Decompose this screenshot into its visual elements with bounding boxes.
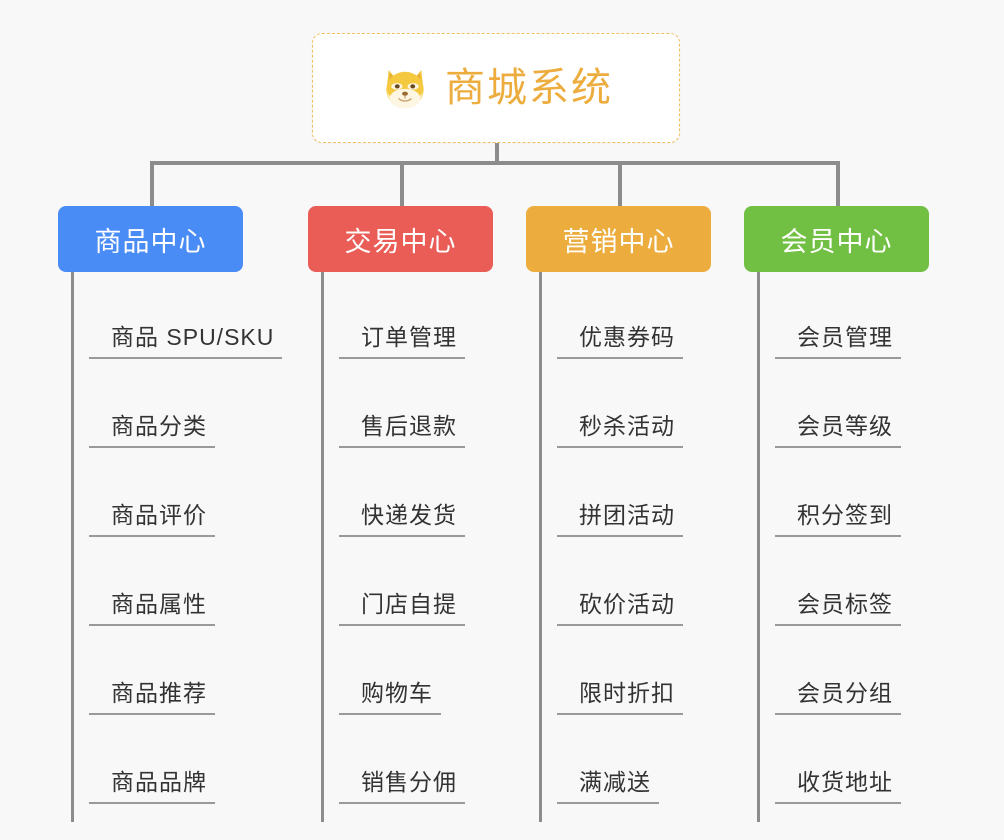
- leaf-item[interactable]: 门店自提: [339, 539, 571, 628]
- leaf-column-4: 会员管理 会员等级 积分签到 会员标签 会员分组 收货地址: [757, 272, 1004, 822]
- category-label-3: 营销中心: [562, 226, 675, 257]
- leaf-label: 购物车: [339, 680, 441, 715]
- leaf-label: 砍价活动: [557, 591, 683, 626]
- leaf-label: 售后退款: [339, 413, 465, 448]
- leaf-item[interactable]: 会员等级: [775, 361, 1004, 450]
- root-node-shop-system[interactable]: 商城系统: [312, 33, 680, 143]
- leaf-item[interactable]: 收货地址: [775, 717, 1004, 806]
- category-label-2: 交易中心: [344, 226, 457, 257]
- shiba-dog-icon: [379, 62, 431, 114]
- category-label-4: 会员中心: [780, 226, 893, 257]
- leaf-item[interactable]: 商品评价: [89, 450, 321, 539]
- category-box-1[interactable]: 商品中心: [58, 206, 243, 272]
- leaf-label: 秒杀活动: [557, 413, 683, 448]
- connector-drop-4: [836, 161, 840, 206]
- leaf-label: 门店自提: [339, 591, 465, 626]
- leaf-item[interactable]: 销售分佣: [339, 717, 571, 806]
- root-title: 商城系统: [445, 66, 613, 110]
- leaf-label: 限时折扣: [557, 680, 683, 715]
- leaf-label: 会员分组: [775, 680, 901, 715]
- leaf-label: 会员标签: [775, 591, 901, 626]
- leaf-item[interactable]: 优惠券码: [557, 272, 789, 361]
- leaf-item[interactable]: 限时折扣: [557, 628, 789, 717]
- leaf-label: 订单管理: [339, 324, 465, 359]
- leaf-item[interactable]: 会员分组: [775, 628, 1004, 717]
- leaf-item[interactable]: 商品属性: [89, 539, 321, 628]
- connector-drop-1: [150, 161, 154, 206]
- category-label-1: 商品中心: [94, 226, 207, 257]
- leaf-label: 积分签到: [775, 502, 901, 537]
- leaf-item[interactable]: 砍价活动: [557, 539, 789, 628]
- leaf-item[interactable]: 会员管理: [775, 272, 1004, 361]
- leaf-label: 销售分佣: [339, 769, 465, 804]
- leaf-item[interactable]: 购物车: [339, 628, 571, 717]
- leaf-label: 收货地址: [775, 769, 901, 804]
- leaf-item[interactable]: 会员标签: [775, 539, 1004, 628]
- connector-horizontal-bar: [150, 161, 840, 165]
- connector-root-stem: [495, 143, 499, 165]
- leaf-label: 会员管理: [775, 324, 901, 359]
- connector-drop-2: [400, 161, 404, 206]
- leaf-column-3: 优惠券码 秒杀活动 拼团活动 砍价活动 限时折扣 满减送: [539, 272, 789, 822]
- leaf-column-2: 订单管理 售后退款 快递发货 门店自提 购物车 销售分佣: [321, 272, 571, 822]
- leaf-column-1: 商品 SPU/SKU 商品分类 商品评价 商品属性 商品推荐 商品品牌: [71, 272, 321, 822]
- leaf-item[interactable]: 商品品牌: [89, 717, 321, 806]
- leaf-label: 商品品牌: [89, 769, 215, 804]
- category-box-2[interactable]: 交易中心: [308, 206, 493, 272]
- leaf-label: 商品推荐: [89, 680, 215, 715]
- leaf-label: 优惠券码: [557, 324, 683, 359]
- leaf-label: 商品属性: [89, 591, 215, 626]
- leaf-item[interactable]: 商品分类: [89, 361, 321, 450]
- leaf-label: 拼团活动: [557, 502, 683, 537]
- leaf-item[interactable]: 售后退款: [339, 361, 571, 450]
- leaf-label: 商品评价: [89, 502, 215, 537]
- leaf-item[interactable]: 积分签到: [775, 450, 1004, 539]
- category-box-4[interactable]: 会员中心: [744, 206, 929, 272]
- leaf-label: 快递发货: [339, 502, 465, 537]
- leaf-item[interactable]: 商品推荐: [89, 628, 321, 717]
- leaf-label: 满减送: [557, 769, 659, 804]
- category-box-3[interactable]: 营销中心: [526, 206, 711, 272]
- leaf-label: 会员等级: [775, 413, 901, 448]
- leaf-item[interactable]: 拼团活动: [557, 450, 789, 539]
- leaf-item[interactable]: 商品 SPU/SKU: [89, 272, 321, 361]
- connector-drop-3: [618, 161, 622, 206]
- leaf-label: 商品分类: [89, 413, 215, 448]
- leaf-item[interactable]: 订单管理: [339, 272, 571, 361]
- leaf-label: 商品 SPU/SKU: [89, 324, 283, 359]
- leaf-item[interactable]: 秒杀活动: [557, 361, 789, 450]
- leaf-item[interactable]: 快递发货: [339, 450, 571, 539]
- leaf-item[interactable]: 满减送: [557, 717, 789, 806]
